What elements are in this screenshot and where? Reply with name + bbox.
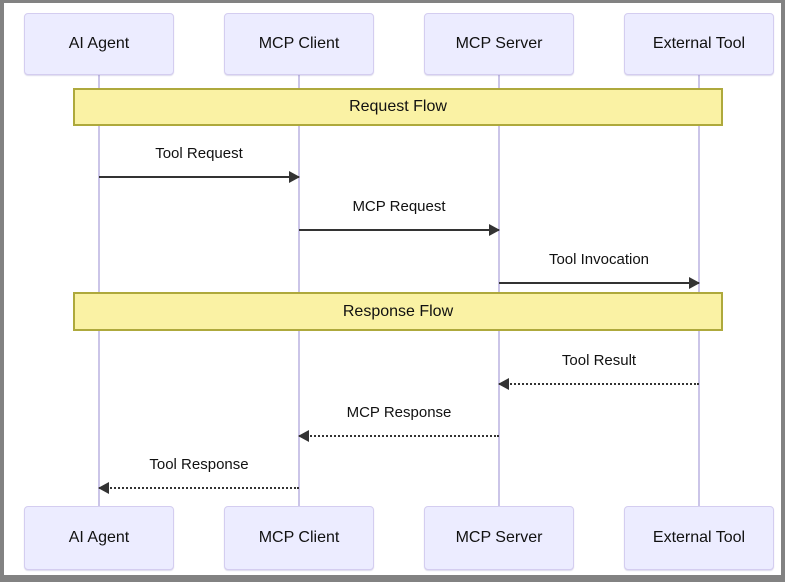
actor-label: MCP Client [258,529,340,546]
message-label: Tool Result [561,352,637,369]
section-banner-request-flow: Request Flow [73,88,723,126]
message-tool-request: Tool Request [99,144,300,183]
actor-label: MCP Client [258,35,340,52]
message-label: Tool Request [155,145,243,162]
message-arrow-line [299,224,500,236]
actor-bottom-mcp-server: MCP Server [424,506,574,570]
message-label: MCP Request [352,198,446,215]
actor-top-mcp-server: MCP Server [424,13,574,75]
arrowhead-left-icon [98,482,109,494]
arrowhead-right-icon [689,277,700,289]
section-label: Request Flow [349,98,447,115]
arrowhead-left-icon [298,430,309,442]
actor-top-ai-agent: AI Agent [24,13,174,75]
actor-label: AI Agent [68,529,130,546]
arrowhead-right-icon [489,224,500,236]
lifeline-external-tool [698,75,700,506]
message-arrow-line [498,378,699,390]
message-mcp-request: MCP Request [299,197,500,236]
lifeline-mcp-server [498,75,500,506]
actor-label: MCP Server [455,529,543,546]
arrowhead-left-icon [498,378,509,390]
message-tool-invocation: Tool Invocation [499,250,700,289]
actor-bottom-mcp-client: MCP Client [224,506,374,570]
lifeline-mcp-client [298,75,300,506]
arrowhead-right-icon [289,171,300,183]
message-arrow-line [298,430,499,442]
message-tool-result: Tool Result [498,351,699,390]
actor-bottom-ai-agent: AI Agent [24,506,174,570]
message-mcp-response: MCP Response [298,403,499,442]
message-label: Tool Invocation [548,251,650,268]
actor-label: MCP Server [455,35,543,52]
section-banner-response-flow: Response Flow [73,292,723,331]
actor-label: AI Agent [68,35,130,52]
message-arrow-line [99,171,300,183]
actor-label: External Tool [652,35,746,52]
message-arrow-line [499,277,700,289]
message-label: MCP Response [346,404,452,421]
message-tool-response: Tool Response [98,455,299,494]
lifeline-ai-agent [98,75,100,506]
actor-top-mcp-client: MCP Client [224,13,374,75]
actor-bottom-external-tool: External Tool [624,506,774,570]
actor-top-external-tool: External Tool [624,13,774,75]
actor-label: External Tool [652,529,746,546]
section-label: Response Flow [342,302,454,320]
message-label: Tool Response [149,456,249,473]
message-arrow-line [98,482,299,494]
